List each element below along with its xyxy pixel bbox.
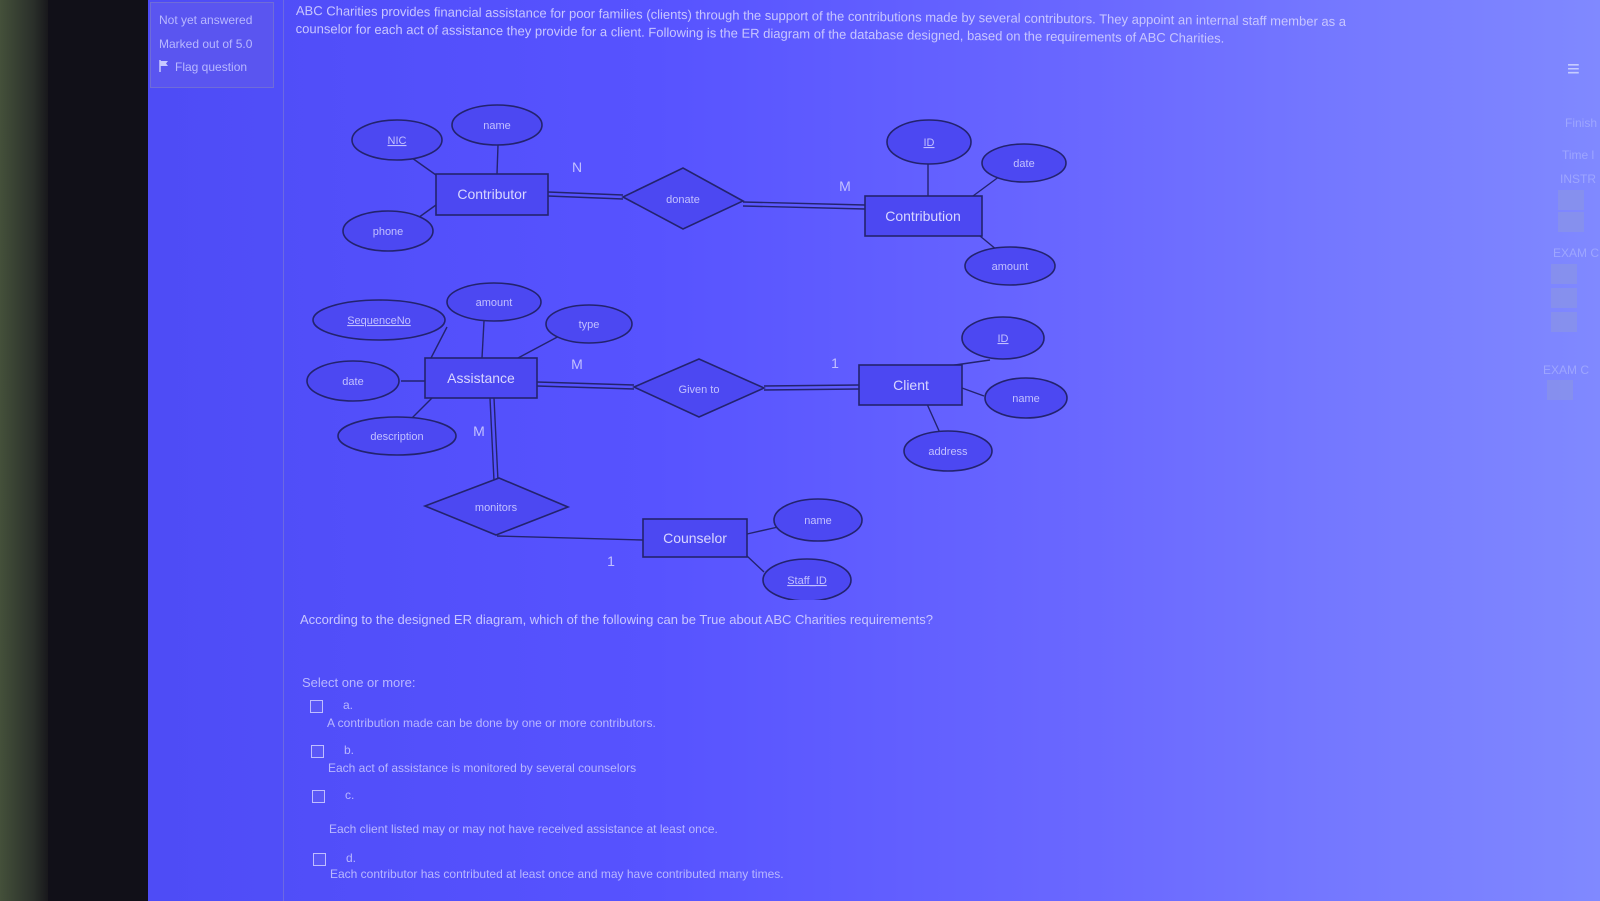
option-a-text[interactable]: A contribution made can be done by one o… — [327, 716, 656, 730]
attr-client-address: address — [928, 446, 968, 458]
card-monitors-counselor: 1 — [607, 553, 615, 569]
relationship-donate-diamond — [621, 167, 745, 230]
relationship-given-to: Given to — [679, 384, 720, 396]
finish-attempt-link[interactable]: Finish — [1565, 116, 1598, 130]
entity-assistance: Assistance — [447, 370, 515, 386]
question-info-box: Not yet answered Marked out of 5.0 Flag … — [150, 2, 274, 88]
attr-assistance-date: date — [342, 376, 363, 388]
relationship-given-to-diamond — [632, 358, 766, 418]
attr-counselor-name: name — [804, 515, 832, 527]
monitor-bezel-left — [0, 0, 48, 901]
option-d-checkbox[interactable] — [313, 853, 326, 866]
entity-counselor: Counselor — [663, 530, 727, 546]
attr-assistance-amount: amount — [476, 297, 513, 309]
select-label: Select one or more: — [302, 675, 416, 690]
nav-block-2[interactable] — [1558, 212, 1584, 232]
card-assistance-given: M — [571, 356, 583, 372]
nav-block-6[interactable] — [1547, 380, 1573, 400]
entity-client: Client — [893, 377, 929, 393]
option-c-letter: c. — [345, 788, 355, 802]
attr-assistance-seq: SequenceNo — [347, 315, 411, 327]
option-b-text[interactable]: Each act of assistance is monitored by s… — [328, 761, 637, 775]
entity-contribution-box — [864, 195, 983, 237]
attr-contribution-id: ID — [924, 137, 935, 149]
entity-contributor-box — [435, 173, 549, 216]
flag-question-label: Flag question — [175, 60, 248, 74]
nav-block-1[interactable] — [1558, 190, 1584, 210]
relationship-donate: donate — [666, 194, 700, 206]
option-c-checkbox[interactable] — [312, 790, 325, 803]
time-left-label: Time l — [1562, 148, 1595, 162]
attr-assistance-description: description — [370, 431, 423, 443]
answer-state: Not yet answered — [159, 13, 253, 27]
menu-icon[interactable]: ≡ — [1567, 56, 1580, 81]
attr-contribution-date: date — [1013, 158, 1034, 170]
attr-assistance-type: type — [579, 319, 600, 331]
attr-contributor-phone: phone — [373, 226, 404, 238]
monitor-bezel-dark — [48, 0, 166, 901]
exam-section-label-1: EXAM C — [1553, 246, 1600, 260]
nav-block-3[interactable] — [1551, 264, 1577, 284]
card-donate-contribution: M — [839, 178, 851, 194]
attr-counselor-staff-id: Staff_ID — [787, 575, 827, 587]
card-given-client: 1 — [831, 355, 839, 371]
entity-counselor-box — [642, 518, 748, 558]
attr-client-name: name — [1012, 393, 1040, 405]
flag-question-link[interactable]: Flag question — [159, 60, 247, 74]
option-d-letter: d. — [346, 851, 357, 865]
attr-contribution-amount: amount — [992, 261, 1029, 273]
instructions-label: INSTR — [1560, 172, 1596, 186]
option-b-checkbox[interactable] — [311, 745, 324, 758]
option-a-checkbox[interactable] — [310, 700, 323, 713]
entity-contribution: Contribution — [885, 208, 961, 224]
entity-assistance-box — [424, 357, 538, 399]
card-assistance-monitors: M — [473, 423, 485, 439]
attr-contributor-name: name — [483, 120, 511, 132]
er-diagram: Contributor Contribution Assistance Clie… — [306, 104, 1068, 600]
option-a-letter: a. — [343, 698, 354, 712]
attr-client-id: ID — [998, 333, 1009, 345]
flag-icon — [159, 60, 168, 72]
question-content-panel — [283, 0, 1514, 901]
option-b-letter: b. — [344, 743, 355, 757]
entity-client-box — [858, 364, 963, 406]
option-c-text[interactable]: Each client listed may or may not have r… — [329, 822, 718, 836]
nav-block-5[interactable] — [1551, 312, 1577, 332]
relationship-monitors-diamond — [422, 477, 571, 536]
relationship-monitors: monitors — [475, 502, 518, 514]
exam-section-label-2: EXAM C — [1543, 363, 1590, 377]
card-contributor-donate: N — [572, 159, 582, 175]
attr-contributor-nic: NIC — [388, 135, 407, 147]
marks-info: Marked out of 5.0 — [159, 37, 253, 51]
option-d-text[interactable]: Each contributor has contributed at leas… — [330, 867, 784, 881]
nav-block-4[interactable] — [1551, 288, 1577, 308]
entity-contributor: Contributor — [457, 186, 527, 202]
question-text: According to the designed ER diagram, wh… — [300, 612, 934, 627]
